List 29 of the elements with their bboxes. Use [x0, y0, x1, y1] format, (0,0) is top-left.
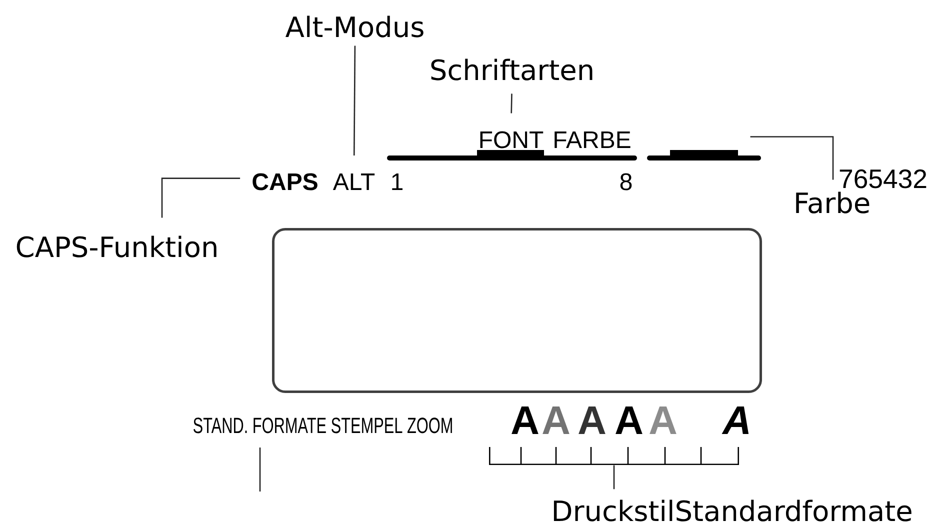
indicator-label: FONT [480, 131, 544, 148]
display-screen [272, 228, 762, 393]
leader-line [750, 136, 834, 180]
style-sample: A [650, 406, 676, 434]
callout-label: Farbe [796, 192, 870, 214]
leader-line [161, 178, 240, 218]
leader-line [259, 448, 261, 492]
style-sample: A [578, 406, 606, 434]
leader-line [510, 94, 512, 114]
scale-number: 8 [620, 173, 632, 190]
scale-number: 1 [392, 173, 402, 190]
leader-line [353, 46, 356, 156]
indicator-label: FARBE [554, 131, 630, 148]
segment-bar [647, 150, 762, 160]
segment-bar [387, 150, 637, 160]
indicator-label: STAND. FORMATE STEMPEL ZOOM [194, 418, 452, 434]
indicator-label: ALT [332, 173, 375, 190]
callout-label: DruckstilStandardformate [554, 500, 912, 522]
scale-bracket [489, 446, 740, 465]
indicator-label: CAPS [252, 173, 318, 190]
style-sample: A [512, 406, 538, 434]
leader-line [613, 465, 615, 490]
style-sample: A [616, 406, 642, 434]
callout-label: CAPS-Funktion [16, 236, 216, 258]
style-sample: A [542, 406, 570, 434]
style-sample: A [722, 406, 749, 434]
callout-label: Schriftarten [431, 58, 592, 80]
callout-label: Alt-Modus [286, 16, 424, 38]
indicator-label: 765432 [840, 169, 926, 188]
